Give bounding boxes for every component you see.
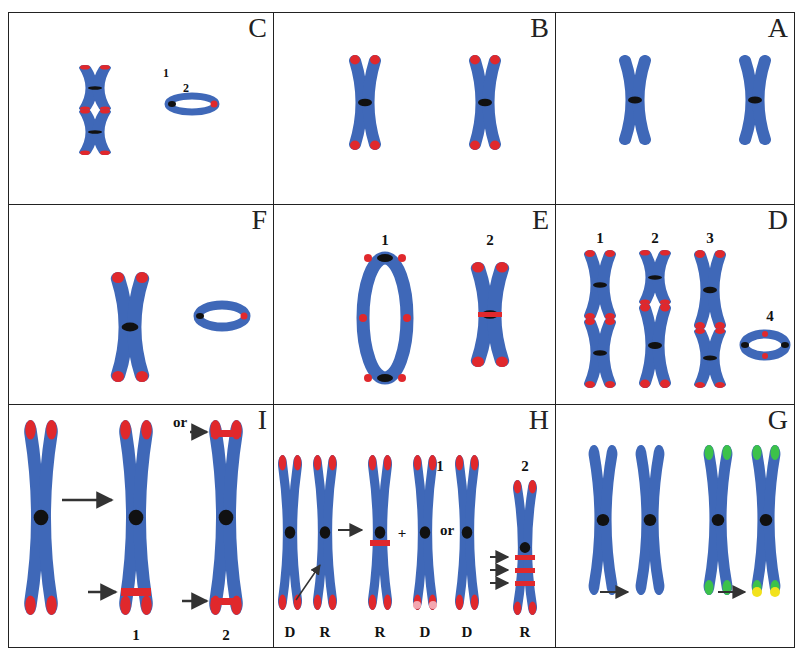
callout-label: 1: [132, 628, 140, 643]
callout-label: 2: [651, 231, 659, 246]
callout-label: 1: [596, 231, 604, 246]
figure-panel: I: [8, 404, 274, 648]
figure-panel: C: [8, 12, 274, 205]
panel-letter: E: [532, 205, 549, 236]
panel-letter: I: [258, 405, 267, 436]
figure-panel: H: [273, 404, 556, 648]
figure-panel: D: [555, 204, 795, 405]
callout-label: 1: [436, 459, 444, 474]
panel-letter: F: [251, 205, 267, 236]
connector-word: or: [173, 415, 187, 430]
callout-label: 1: [381, 233, 389, 248]
callout-label: 1: [163, 67, 169, 79]
callout-label: D: [462, 625, 473, 640]
panel-letter: B: [530, 13, 549, 44]
figure-panel: E: [273, 204, 556, 405]
callout-label: D: [420, 625, 431, 640]
panel-letter: A: [768, 13, 788, 44]
panel-letter: G: [768, 405, 788, 436]
figure-panel: G: [555, 404, 795, 648]
callout-label: D: [285, 625, 296, 640]
callout-label: 2: [183, 82, 189, 94]
panel-letter: C: [248, 13, 267, 44]
figure-panel: B: [273, 12, 556, 205]
figure-panel: F: [8, 204, 274, 405]
callout-label: 2: [486, 233, 494, 248]
callout-label: 3: [706, 231, 714, 246]
callout-label: R: [375, 625, 386, 640]
panel-letter: H: [529, 405, 549, 436]
connector-word: or: [440, 523, 454, 538]
callout-label: R: [320, 625, 331, 640]
figure-panel: A: [555, 12, 795, 205]
panel-letter: D: [768, 205, 788, 236]
callout-label: R: [520, 625, 531, 640]
connector-word: +: [398, 526, 407, 541]
callout-label: 2: [222, 628, 230, 643]
callout-label: 2: [521, 459, 529, 474]
callout-label: 4: [766, 309, 774, 324]
